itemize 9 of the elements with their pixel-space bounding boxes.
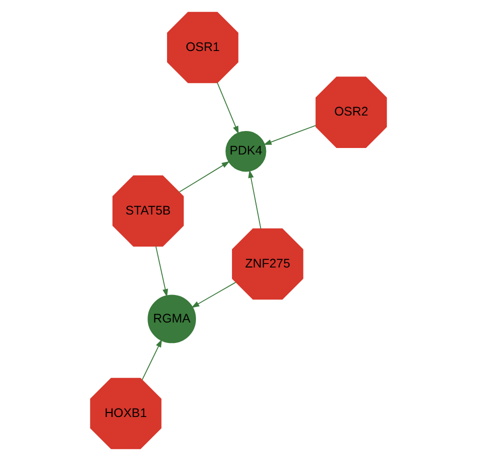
arrow [216, 82, 239, 134]
arrow [248, 170, 262, 230]
node-circle: PDK4 [226, 131, 266, 172]
arrow [178, 161, 230, 192]
arrow [155, 246, 168, 298]
node-circle: RGMA [148, 294, 196, 344]
arrow [191, 282, 236, 308]
arrow [263, 124, 316, 145]
arrow [142, 339, 162, 380]
